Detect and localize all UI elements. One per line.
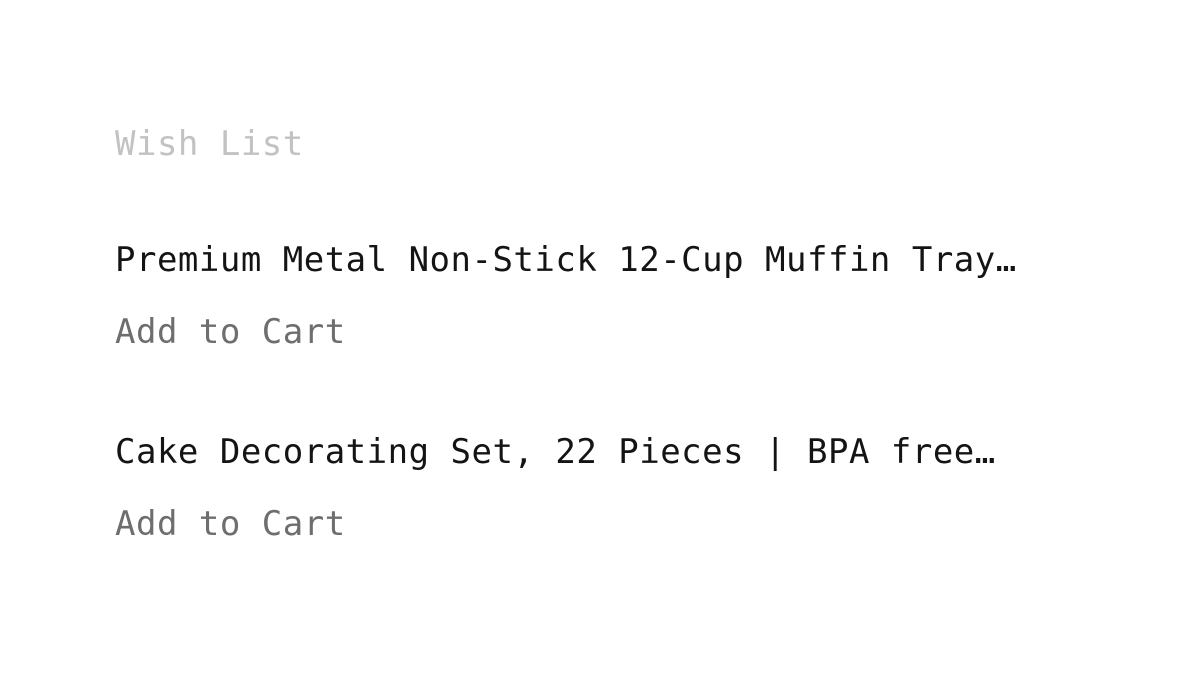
- add-to-cart-button[interactable]: Add to Cart: [115, 504, 346, 544]
- wish-list-item-title[interactable]: Cake Decorating Set, 22 Pieces | BPA fre…: [115, 432, 996, 472]
- wish-list-item-title[interactable]: Premium Metal Non-Stick 12-Cup Muffin Tr…: [115, 240, 1017, 280]
- wish-list-heading: Wish List: [115, 124, 304, 164]
- add-to-cart-button[interactable]: Add to Cart: [115, 312, 346, 352]
